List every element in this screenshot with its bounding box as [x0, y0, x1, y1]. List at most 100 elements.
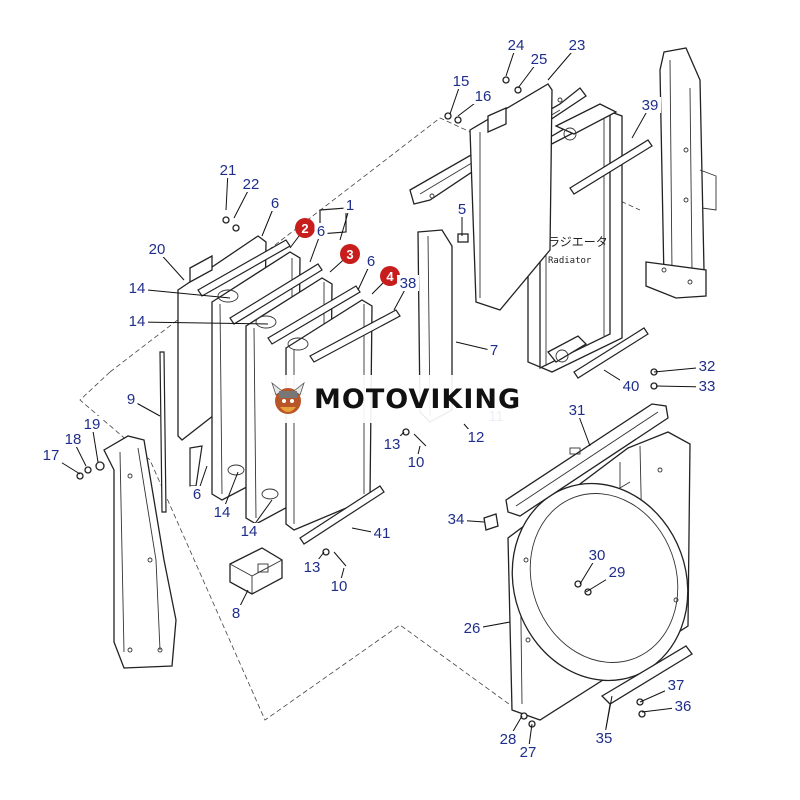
- callout-number: 6: [271, 195, 279, 212]
- callout-14c: 14: [211, 471, 239, 521]
- shroud-cover-31: [505, 403, 669, 517]
- callout-number: 41: [374, 525, 391, 542]
- callout-number: 31: [569, 402, 586, 419]
- callout-bg: [40, 447, 62, 463]
- callout-6b: 6: [309, 223, 328, 263]
- mounting-bracket-right: [645, 47, 717, 299]
- callout-14d: 14: [238, 499, 273, 540]
- callout-bg: [665, 677, 687, 693]
- callout-number: 14: [241, 523, 258, 540]
- logo-wordmark: MOTOVIKING: [314, 383, 522, 415]
- callout-bg: [461, 620, 483, 636]
- callout-bg: [497, 731, 519, 747]
- callout-number: 39: [642, 97, 659, 114]
- aftercooler-panel: [469, 83, 553, 311]
- radiator-label-en: Radiator: [548, 256, 592, 266]
- callout-bg: [593, 730, 615, 746]
- callout-bg: [211, 504, 233, 520]
- watermark-logo: MOTOVIKING: [262, 375, 536, 423]
- callout-36: 36: [641, 698, 694, 715]
- callout-number: 36: [675, 698, 692, 715]
- callout-number: 5: [458, 201, 466, 218]
- callout-bg: [146, 241, 168, 257]
- callout-number: 14: [214, 504, 231, 521]
- callout-number: 14: [129, 313, 146, 330]
- callout-bg: [126, 313, 148, 329]
- callout-number: 8: [232, 605, 240, 622]
- fan-shroud: [507, 431, 691, 721]
- callout-6d: 6: [190, 465, 208, 503]
- callout-number: 18: [65, 431, 82, 448]
- callout-number: 4: [386, 269, 394, 284]
- callout-number: 24: [508, 37, 525, 54]
- callout-25: 25: [517, 51, 550, 89]
- callout-number: 34: [448, 511, 465, 528]
- callout-number: 26: [464, 620, 481, 637]
- hardware-bolts: [76, 76, 658, 728]
- callout-number: 21: [220, 162, 237, 179]
- callout-number: 9: [127, 391, 135, 408]
- rubber-block-8: [229, 547, 283, 595]
- callout-bg: [606, 564, 628, 580]
- callout-6c: 6: [357, 253, 378, 291]
- callout-30: 30: [579, 547, 608, 585]
- callout-21: 21: [217, 162, 239, 211]
- callout-35: 35: [593, 695, 615, 747]
- callout-7: 7: [455, 341, 501, 359]
- group-outline-lower: [79, 371, 521, 721]
- callout-number: 6: [367, 253, 375, 270]
- callout-26: 26: [461, 620, 511, 637]
- callout-number: 19: [84, 416, 101, 433]
- callout-14a: 14: [126, 280, 231, 299]
- callout-bg: [240, 176, 262, 192]
- callout-number: 3: [346, 247, 353, 262]
- callout-badge: [380, 266, 400, 286]
- callout-bg: [505, 37, 527, 53]
- callout-23: 23: [547, 37, 588, 81]
- callout-10a: 10: [405, 445, 427, 471]
- callout-bg: [586, 547, 608, 563]
- leader-line: [136, 321, 269, 325]
- callout-18: 18: [62, 431, 87, 467]
- callout-number: 22: [243, 176, 260, 193]
- callout-number: 1: [346, 197, 354, 214]
- callout-bg: [450, 73, 472, 89]
- callout-bg: [465, 429, 487, 445]
- callout-bg: [487, 342, 501, 358]
- radiator-label-jp: ラジエータ: [548, 235, 608, 249]
- callout-13a: 13: [381, 431, 405, 453]
- pad-34: [483, 513, 499, 531]
- callout-layer: 1234566667891010111213131414141415161718…: [40, 37, 718, 761]
- callout-13b: 13: [301, 551, 325, 576]
- callout-number: 29: [609, 564, 626, 581]
- callout-bg: [343, 197, 357, 213]
- callout-number: 7: [490, 342, 498, 359]
- leader-line: [136, 288, 231, 299]
- callout-number: 38: [400, 275, 417, 292]
- callout-number: 40: [623, 378, 640, 395]
- callout-22: 22: [233, 176, 262, 219]
- callout-2: 2: [289, 218, 315, 249]
- callout-20: 20: [146, 241, 185, 281]
- callout-number: 16: [475, 88, 492, 105]
- callout-number: 15: [453, 73, 470, 90]
- callout-bg: [126, 280, 148, 296]
- callout-9: 9: [124, 391, 161, 417]
- callout-1: 1: [339, 197, 357, 241]
- callout-40: 40: [603, 369, 642, 395]
- callout-bg: [517, 744, 539, 760]
- callout-number: 14: [129, 280, 146, 297]
- callout-bg: [238, 523, 260, 539]
- callout-bg: [381, 436, 403, 452]
- callout-bg: [190, 486, 204, 502]
- callout-12: 12: [463, 423, 487, 446]
- callout-24: 24: [505, 37, 527, 77]
- callout-10b: 10: [328, 567, 350, 595]
- callout-bg: [445, 511, 467, 527]
- callout-bg: [528, 51, 550, 67]
- callout-bg: [672, 698, 694, 714]
- callout-27: 27: [517, 723, 539, 761]
- callout-bg: [397, 275, 419, 291]
- callout-bg: [217, 162, 239, 178]
